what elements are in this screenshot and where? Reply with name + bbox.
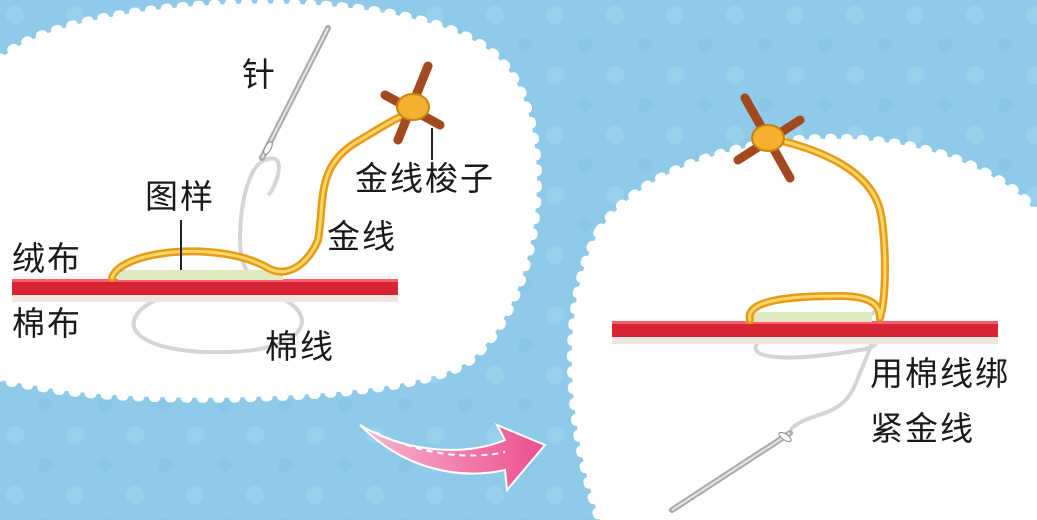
right-panel: [566, 93, 1037, 520]
needle-icon: [669, 430, 793, 513]
cotton-cloth-label: 棉布: [12, 304, 82, 343]
instruction-line-1: 用棉线绑: [870, 354, 1010, 393]
gold-thread-bobbin-label: 金线梭子: [355, 159, 495, 198]
cotton-thread-label: 棉线: [265, 327, 335, 366]
cotton-cloth-right: [612, 337, 998, 344]
gold-thread-label: 金线: [327, 217, 397, 256]
needle-label: 针: [242, 55, 277, 94]
velvet-cloth-left: [12, 279, 398, 295]
velvet-highlight: [612, 321, 998, 324]
pattern-right: [752, 312, 872, 322]
velvet-cloth-right: [612, 321, 998, 337]
instruction-line-2: 紧金线: [870, 409, 975, 448]
pattern-label: 图样: [145, 177, 215, 216]
bobbin-icon: [733, 93, 805, 183]
arrow-icon: [359, 423, 547, 493]
left-panel: [0, 0, 542, 403]
pattern-left: [118, 270, 283, 280]
bobbin-icon: [380, 61, 445, 145]
velvet-cloth-label: 绒布: [12, 239, 82, 278]
needle-icon: [259, 25, 331, 161]
velvet-highlight: [12, 279, 398, 282]
cotton-cloth-left: [12, 295, 398, 302]
